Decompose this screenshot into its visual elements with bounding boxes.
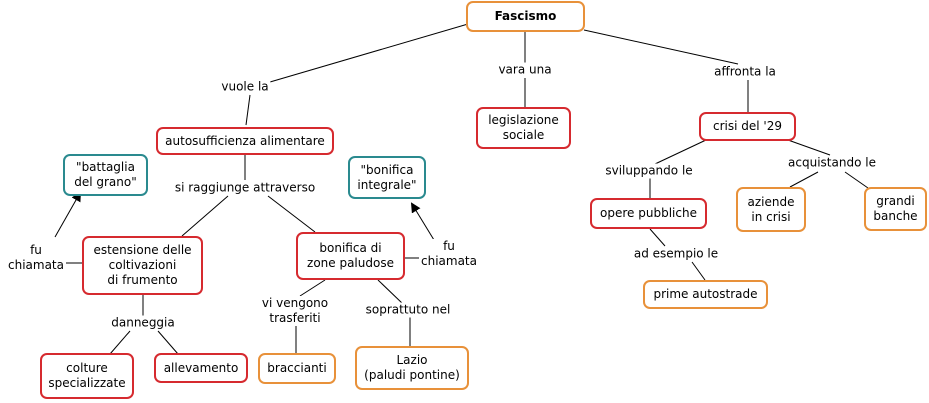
node-lazio[interactable]: Lazio (paludi pontine)	[355, 346, 469, 390]
link-label-si-raggiunge: si raggiunge attraverso	[172, 180, 318, 196]
node-allevamento[interactable]: allevamento	[154, 353, 248, 383]
node-estensione-coltivazioni[interactable]: estensione delle coltivazioni di frument…	[82, 236, 203, 295]
node-colture-specializzate[interactable]: colture specializzate	[40, 353, 134, 399]
link-label-fu-chiamata-2: fu chiamata	[419, 239, 479, 269]
link-label-sviluppando-le: sviluppando le	[603, 163, 695, 179]
node-bonifica-zone-paludose[interactable]: bonifica di zone paludose	[296, 232, 405, 280]
link-label-soprattuto-nel: soprattuto nel	[363, 302, 453, 318]
link-label-danneggia: danneggia	[109, 315, 177, 331]
link-label-vara-una: vara una	[496, 62, 554, 78]
node-legislazione-sociale[interactable]: legislazione sociale	[476, 107, 571, 149]
node-battaglia-del-grano[interactable]: "battaglia del grano"	[63, 154, 148, 196]
node-crisi-del-29[interactable]: crisi del '29	[699, 112, 796, 141]
link-label-vi-vengono-trasferiti: vi vengono trasferiti	[259, 296, 331, 326]
link-label-affronta-la: affronta la	[712, 64, 778, 80]
link-label-acquistando-le: acquistando le	[786, 155, 878, 171]
node-bonifica-integrale[interactable]: "bonifica integrale"	[348, 156, 426, 199]
node-grandi-banche[interactable]: grandi banche	[864, 187, 927, 231]
link-fascismo-affronta	[583, 29, 739, 65]
node-opere-pubbliche[interactable]: opere pubbliche	[590, 198, 707, 229]
node-braccianti[interactable]: braccianti	[258, 353, 336, 384]
node-aziende-in-crisi[interactable]: aziende in crisi	[736, 187, 806, 232]
link-fascismo-vuole	[269, 23, 469, 83]
link-label-ad-esempio-le: ad esempio le	[631, 246, 721, 262]
node-autosufficienza-alimentare[interactable]: autosufficienza alimentare	[156, 127, 334, 155]
link-label-vuole-la: vuole la	[219, 79, 271, 95]
node-prime-autostrade[interactable]: prime autostrade	[643, 280, 768, 309]
node-fascismo[interactable]: Fascismo	[466, 1, 585, 32]
link-label-fu-chiamata-1: fu chiamata	[6, 243, 66, 273]
